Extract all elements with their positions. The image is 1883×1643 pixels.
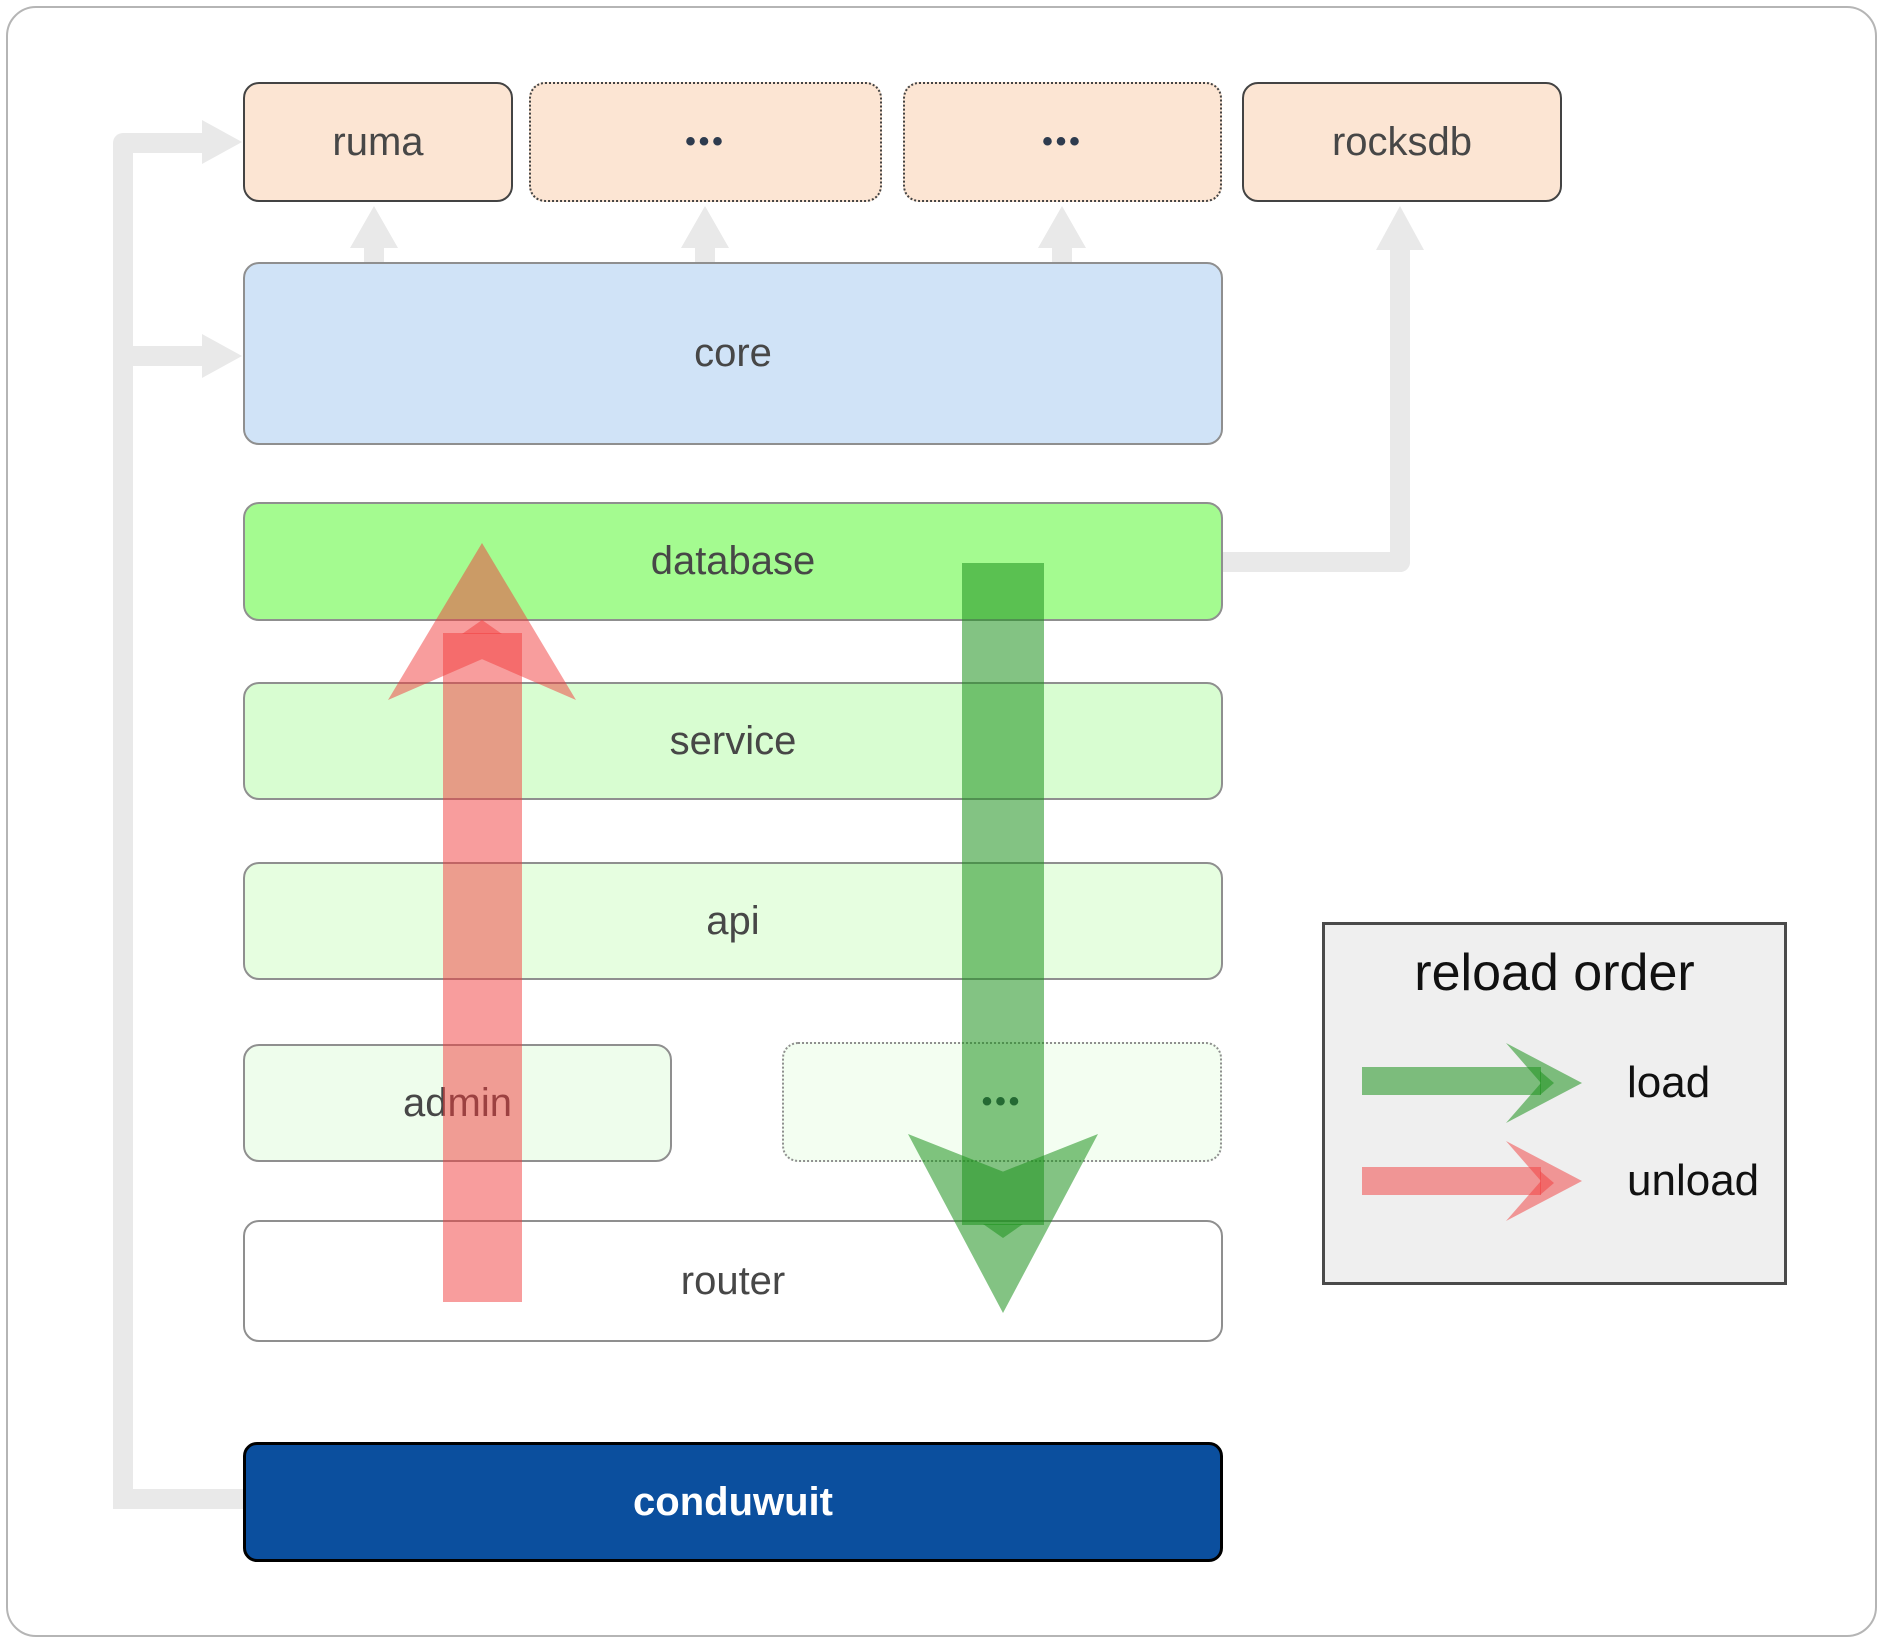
box-api-label: api	[706, 898, 760, 943]
box-router-label: router	[680, 1258, 786, 1303]
box-conduwuit-label: conduwuit	[633, 1479, 833, 1524]
legend-load-arrow-shaft	[1362, 1067, 1541, 1095]
box-database: database	[243, 502, 1223, 621]
box-dependency-a: •••	[529, 82, 882, 202]
legend-unload-arrow-shaft	[1362, 1167, 1541, 1195]
box-ruma: ruma	[243, 82, 513, 202]
connector-branch-from-conduwuit	[113, 1489, 243, 1509]
diagram-outer-border	[6, 6, 1877, 1637]
connector-database-horizontal	[1223, 552, 1410, 572]
connector-branch-to-ruma	[113, 133, 202, 153]
legend-unload-label: unload	[1627, 1156, 1760, 1205]
load-arrow-shaft	[962, 563, 1044, 1225]
box-core: core	[243, 262, 1223, 445]
box-rocksdb: rocksdb	[1242, 82, 1562, 202]
box-core-label: core	[694, 331, 772, 375]
connector-database-to-rocksdb	[1390, 248, 1410, 572]
connector-branch-to-core	[113, 346, 202, 366]
box-ruma-label: ruma	[332, 119, 424, 164]
unload-arrow-shaft	[443, 633, 522, 1302]
legend-title: reload order	[1414, 944, 1695, 1002]
box-api: api	[243, 862, 1223, 980]
box-dependency-b: •••	[903, 82, 1222, 202]
box-router: router	[243, 1220, 1223, 1342]
box-dependency-b-label: •••	[1042, 125, 1083, 158]
box-rocksdb-label: rocksdb	[1331, 119, 1473, 164]
connector-left-vertical	[113, 135, 133, 1509]
box-service-label: service	[669, 718, 797, 763]
box-service: service	[243, 682, 1223, 800]
box-dependency-a-label: •••	[685, 125, 726, 158]
box-conduwuit: conduwuit	[243, 1442, 1223, 1562]
legend-reload-order: reload order	[1322, 922, 1787, 1285]
box-database-label: database	[650, 539, 816, 583]
legend-load-label: load	[1627, 1058, 1711, 1107]
